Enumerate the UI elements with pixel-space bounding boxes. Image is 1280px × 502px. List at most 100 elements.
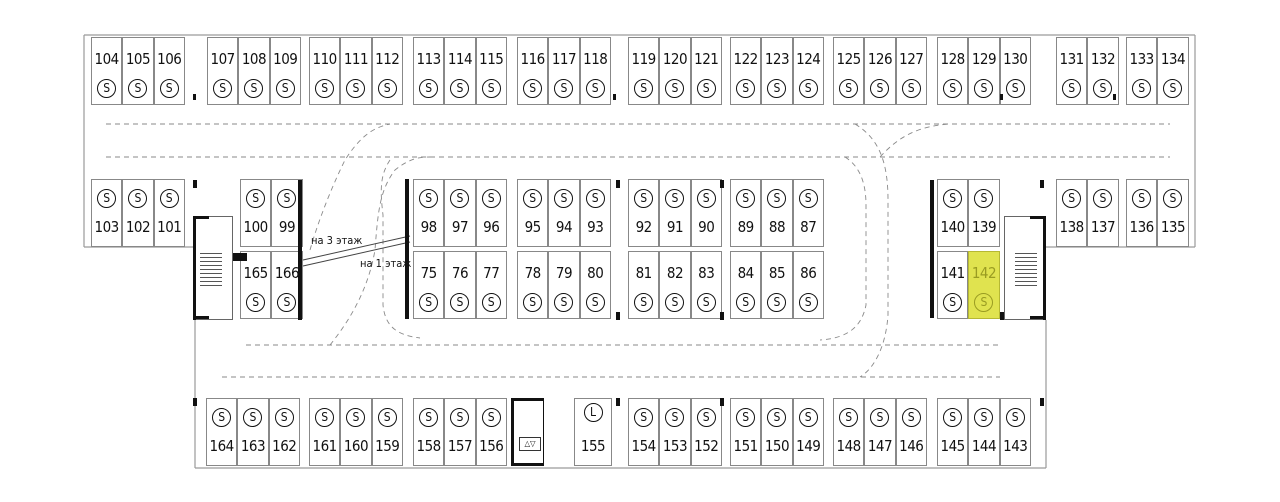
space-number: 127 [899,50,924,68]
parking-space-icon: S [665,293,685,312]
parking-space-icon: S [767,189,787,208]
space-number: 139 [971,218,997,236]
wall-marker [233,253,247,261]
space-number: 165 [243,264,269,282]
parking-space-icon: S [974,408,994,427]
parking-space-icon: S [243,408,263,427]
